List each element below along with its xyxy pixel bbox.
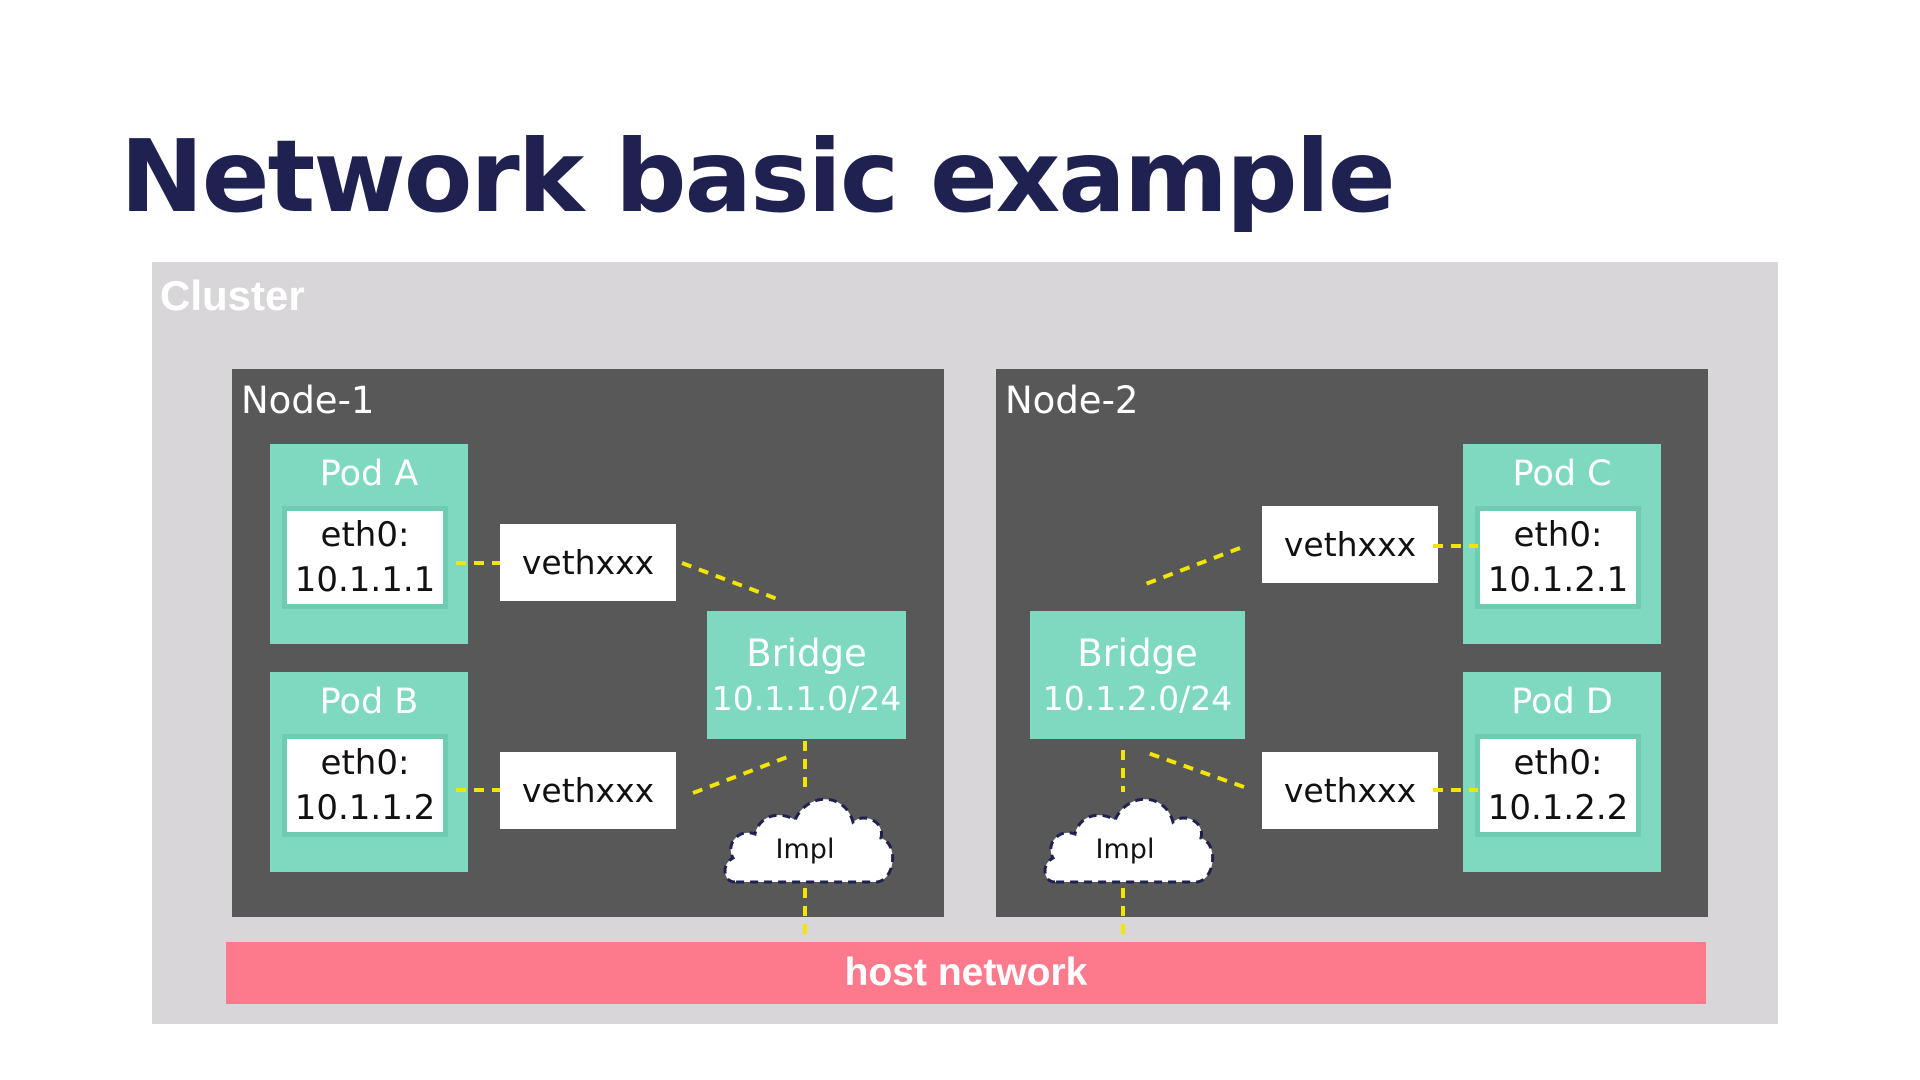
node-2: Node-2 Pod C eth0: 10.1.2.1 Pod D eth0: … bbox=[996, 369, 1708, 917]
pod-b-label: Pod B bbox=[319, 682, 419, 722]
pod-b-eth0: eth0: 10.1.1.2 bbox=[282, 734, 448, 837]
node-2-bridge: Bridge 10.1.2.0/24 bbox=[1030, 611, 1245, 739]
node-2-veth-d: vethxxx bbox=[1262, 752, 1438, 829]
node-2-label: Node-2 bbox=[1005, 379, 1139, 422]
pod-a-eth0-text: eth0: 10.1.1.1 bbox=[294, 515, 436, 600]
pod-d: Pod D eth0: 10.1.2.2 bbox=[1463, 672, 1661, 872]
pod-a-label: Pod A bbox=[319, 454, 419, 494]
node-1-veth-a: vethxxx bbox=[500, 524, 676, 601]
node-1-bridge-name: Bridge bbox=[746, 632, 867, 676]
pod-d-eth0-text: eth0: 10.1.2.2 bbox=[1487, 743, 1629, 828]
pod-b-eth0-text: eth0: 10.1.1.2 bbox=[294, 743, 436, 828]
cluster-label: Cluster bbox=[160, 272, 305, 319]
host-network: host network bbox=[226, 942, 1706, 1004]
pod-d-eth0: eth0: 10.1.2.2 bbox=[1475, 734, 1641, 837]
node-2-veth-c: vethxxx bbox=[1262, 506, 1438, 583]
pod-c-eth0-text: eth0: 10.1.2.1 bbox=[1487, 515, 1629, 600]
node-2-bridge-cidr: 10.1.2.0/24 bbox=[1042, 678, 1233, 718]
node-1-bridge: Bridge 10.1.1.0/24 bbox=[707, 611, 906, 739]
node-2-bridge-name: Bridge bbox=[1077, 632, 1198, 676]
node-1-label: Node-1 bbox=[241, 379, 375, 422]
pod-d-label: Pod D bbox=[1511, 682, 1613, 722]
node-1-bridge-cidr: 10.1.1.0/24 bbox=[711, 678, 902, 718]
node-1: Node-1 Pod A eth0: 10.1.1.1 Pod B eth0: … bbox=[232, 369, 944, 917]
pod-c-eth0: eth0: 10.1.2.1 bbox=[1475, 506, 1641, 609]
node-1-veth-b: vethxxx bbox=[500, 752, 676, 829]
pod-b: Pod B eth0: 10.1.1.2 bbox=[270, 672, 468, 872]
cluster: Cluster Node-1 Pod A eth0: 10.1.1.1 Pod … bbox=[152, 262, 1778, 1024]
pod-c: Pod C eth0: 10.1.2.1 bbox=[1463, 444, 1661, 644]
pod-c-label: Pod C bbox=[1512, 454, 1612, 494]
pod-a: Pod A eth0: 10.1.1.1 bbox=[270, 444, 468, 644]
page-title: Network basic example bbox=[120, 118, 1396, 235]
pod-a-eth0: eth0: 10.1.1.1 bbox=[282, 506, 448, 609]
